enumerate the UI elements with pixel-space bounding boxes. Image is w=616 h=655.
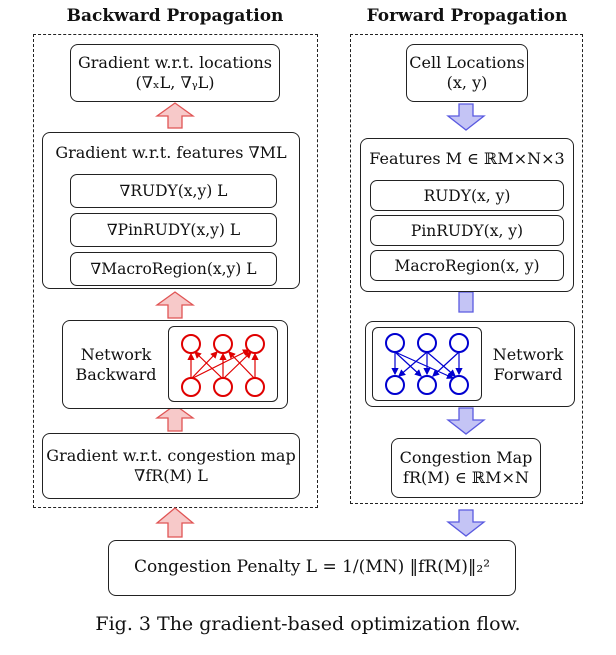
congestion-map-line2: fR(M) ∈ ℝM×N xyxy=(403,468,529,487)
network-backward-line2: Backward xyxy=(75,365,157,384)
down-arrow-3 xyxy=(446,407,486,435)
grad-pinrudy-label: ∇PinRUDY(x,y) L xyxy=(106,221,241,239)
forward-network-graph xyxy=(372,327,482,401)
gradient-congestion-line1: Gradient w.r.t. congestion map xyxy=(46,446,296,465)
gradient-features-title: Gradient w.r.t. features ∇ML xyxy=(55,143,287,162)
gradient-congestion-line2: ∇fR(M) L xyxy=(134,466,208,485)
forward-network-icon xyxy=(385,333,469,395)
feature-rudy-box: RUDY(x, y) xyxy=(370,180,564,211)
gradient-locations-line2: (∇ₓL, ∇ᵧL) xyxy=(135,73,214,93)
backward-title: Backward Propagation xyxy=(66,6,284,26)
up-arrow-2 xyxy=(154,291,196,319)
up-arrow-4 xyxy=(155,507,195,538)
gradient-locations-math: (∇ₓL, ∇ᵧL) xyxy=(135,73,215,92)
congestion-map-box: Congestion Map fR(M) ∈ ℝM×N xyxy=(391,438,541,498)
gradient-congestion-box: Gradient w.r.t. congestion map ∇fR(M) L xyxy=(42,433,300,499)
down-arrow-4 xyxy=(446,509,486,537)
grad-macroregion-label: ∇MacroRegion(x,y) L xyxy=(90,260,257,278)
congestion-penalty-label: Congestion Penalty L = 1/(MN) ‖fR(M)‖₂² xyxy=(133,557,491,578)
backward-container xyxy=(33,34,318,508)
network-forward-line2: Forward xyxy=(493,365,563,384)
forward-title: Forward Propagation xyxy=(366,6,568,26)
up-arrow-3 xyxy=(154,404,196,432)
cell-locations-line1: Cell Locations xyxy=(409,53,525,72)
feature-pinrudy-label: PinRUDY(x, y) xyxy=(410,221,524,240)
cell-locations-line2: (x, y) xyxy=(446,73,488,92)
forward-container xyxy=(350,34,583,504)
feature-rudy-label: RUDY(x, y) xyxy=(423,186,511,205)
grad-pinrudy-box: ∇PinRUDY(x,y) L xyxy=(70,213,277,247)
feature-pinrudy-box: PinRUDY(x, y) xyxy=(370,215,564,246)
grad-macroregion-box: ∇MacroRegion(x,y) L xyxy=(70,252,277,286)
down-arrow-1 xyxy=(446,103,486,131)
network-backward-line1: Network xyxy=(80,345,152,364)
network-forward-line1: Network xyxy=(492,345,564,364)
backward-network-graph xyxy=(168,326,278,402)
feature-macroregion-label: MacroRegion(x, y) xyxy=(394,256,540,275)
network-forward-label: Network Forward xyxy=(484,345,572,385)
backward-network-icon xyxy=(181,334,265,397)
down-arrow-2 xyxy=(458,291,474,313)
grad-rudy-label: ∇RUDY(x,y) L xyxy=(119,182,228,200)
features-title: Features M ∈ ℝM×N×3 xyxy=(369,149,565,168)
grad-rudy-box: ∇RUDY(x,y) L xyxy=(70,174,277,208)
gradient-locations-box: Gradient w.r.t. locations (∇ₓL, ∇ᵧL) xyxy=(70,44,280,102)
figure-caption: Fig. 3 The gradient-based optimization f… xyxy=(95,613,521,635)
cell-locations-box: Cell Locations (x, y) xyxy=(406,44,528,102)
feature-macroregion-box: MacroRegion(x, y) xyxy=(370,250,564,281)
congestion-map-line1: Congestion Map xyxy=(399,448,533,467)
congestion-penalty-box: Congestion Penalty L = 1/(MN) ‖fR(M)‖₂² xyxy=(108,540,516,596)
up-arrow-1 xyxy=(154,102,196,129)
network-backward-label: Network Backward xyxy=(68,345,164,385)
gradient-locations-line1: Gradient w.r.t. locations xyxy=(77,53,273,72)
